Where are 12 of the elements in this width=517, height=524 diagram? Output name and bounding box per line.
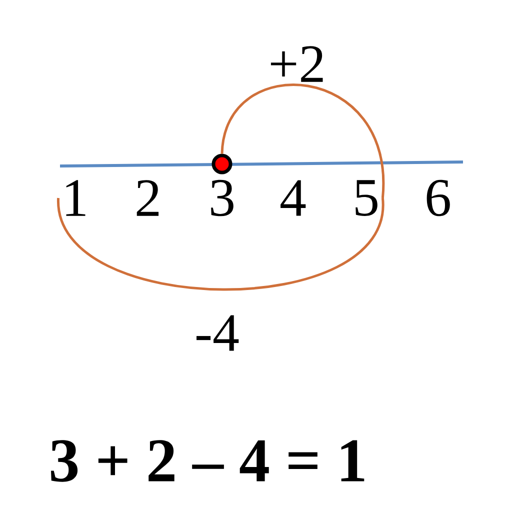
edge-label: +2 xyxy=(270,46,323,82)
number: 6 xyxy=(426,180,450,216)
number: 1 xyxy=(66,180,86,216)
number: 3 xyxy=(211,180,234,216)
arc xyxy=(57,198,384,291)
edge-label: -4 xyxy=(196,315,239,351)
arc xyxy=(220,84,384,198)
equation: 3 + 2 – 4 = 1 xyxy=(51,440,364,482)
number: 4 xyxy=(280,180,306,216)
point-dot xyxy=(212,154,232,174)
number: 5 xyxy=(356,180,378,216)
number: 2 xyxy=(136,180,159,216)
